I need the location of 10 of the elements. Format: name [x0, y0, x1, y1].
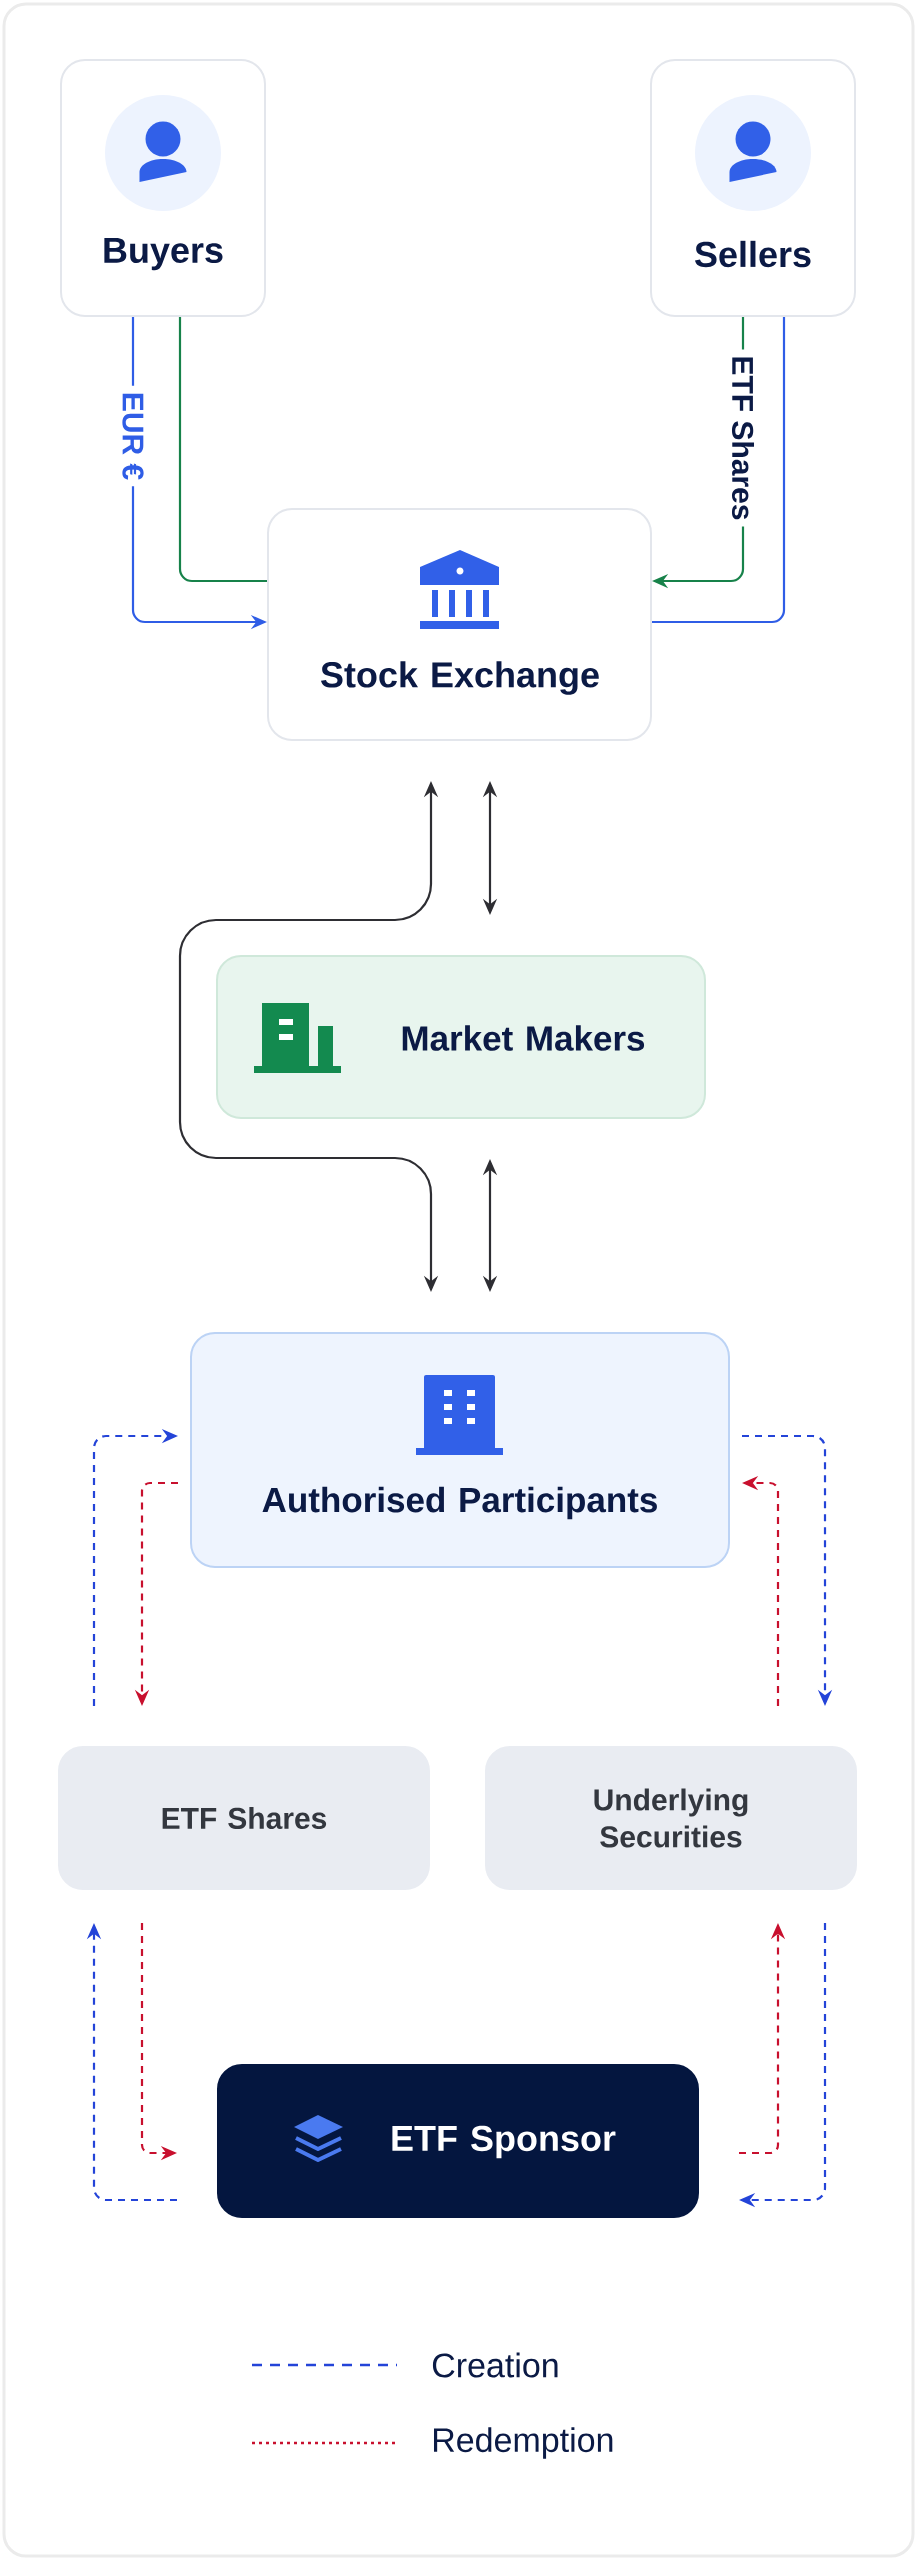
edge-label: EUR €	[120, 385, 146, 487]
edge-label: ETF Shares	[730, 349, 756, 527]
sponsor-box: ETF Sponsor	[217, 2064, 699, 2218]
participants-box: Authorised Participants	[190, 1332, 730, 1568]
exchange-box: Stock Exchange	[267, 508, 652, 741]
legend-label: Redemption	[434, 2427, 613, 2459]
legend-label: Creation	[432, 2352, 558, 2378]
asset-box: ETF Shares	[58, 1746, 430, 1890]
market-makers-box: Market Makers	[216, 955, 706, 1119]
asset-box: Underlying Securities	[485, 1746, 857, 1890]
